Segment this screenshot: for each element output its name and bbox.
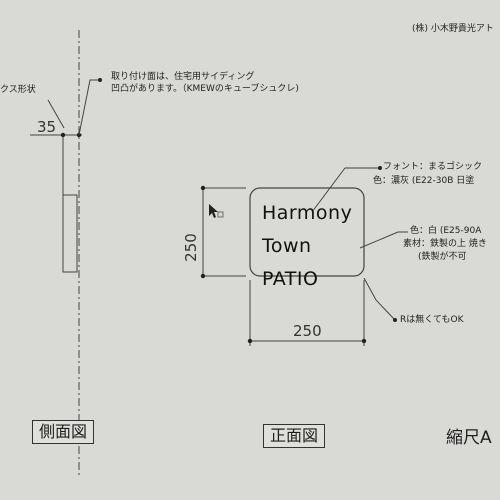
font-note-line2: 色：濃灰 (E22-30B 日塗 — [373, 176, 475, 186]
material-note-line3: (鉄製が不可 — [418, 252, 467, 262]
dimension-width-250: 250 — [293, 322, 322, 340]
front-view-label: 正面図 — [263, 424, 326, 448]
sign-text-line2: Town — [262, 235, 312, 257]
dimension-height-250: 250 — [181, 233, 200, 262]
sign-text-line1: Harmony — [262, 202, 353, 224]
font-note-line1: フォント：まるゴシック — [383, 162, 483, 172]
sign-text-line3: PATIO — [262, 268, 319, 290]
mounting-note-line1: 取り付け面は、住宅用サイディング — [111, 72, 255, 82]
material-note-line1: 色：白 (E25-90A — [410, 226, 482, 236]
company-name: (株) 小木野貴光アト — [412, 24, 494, 34]
side-view-label: 側面図 — [32, 420, 95, 444]
scale-label: 縮尺A — [446, 428, 492, 448]
material-note-line2: 素材：鉄製の上 焼き — [403, 239, 487, 249]
mouse-cursor-icon — [209, 204, 218, 218]
profile-label: クス形状 — [0, 85, 36, 95]
radius-note: Rは無くてもOK — [400, 315, 464, 325]
mounting-note-line2: 凹凸があります。（KMEWのキューブシュクレ) — [111, 84, 299, 94]
dimension-35: 35 — [37, 118, 57, 136]
